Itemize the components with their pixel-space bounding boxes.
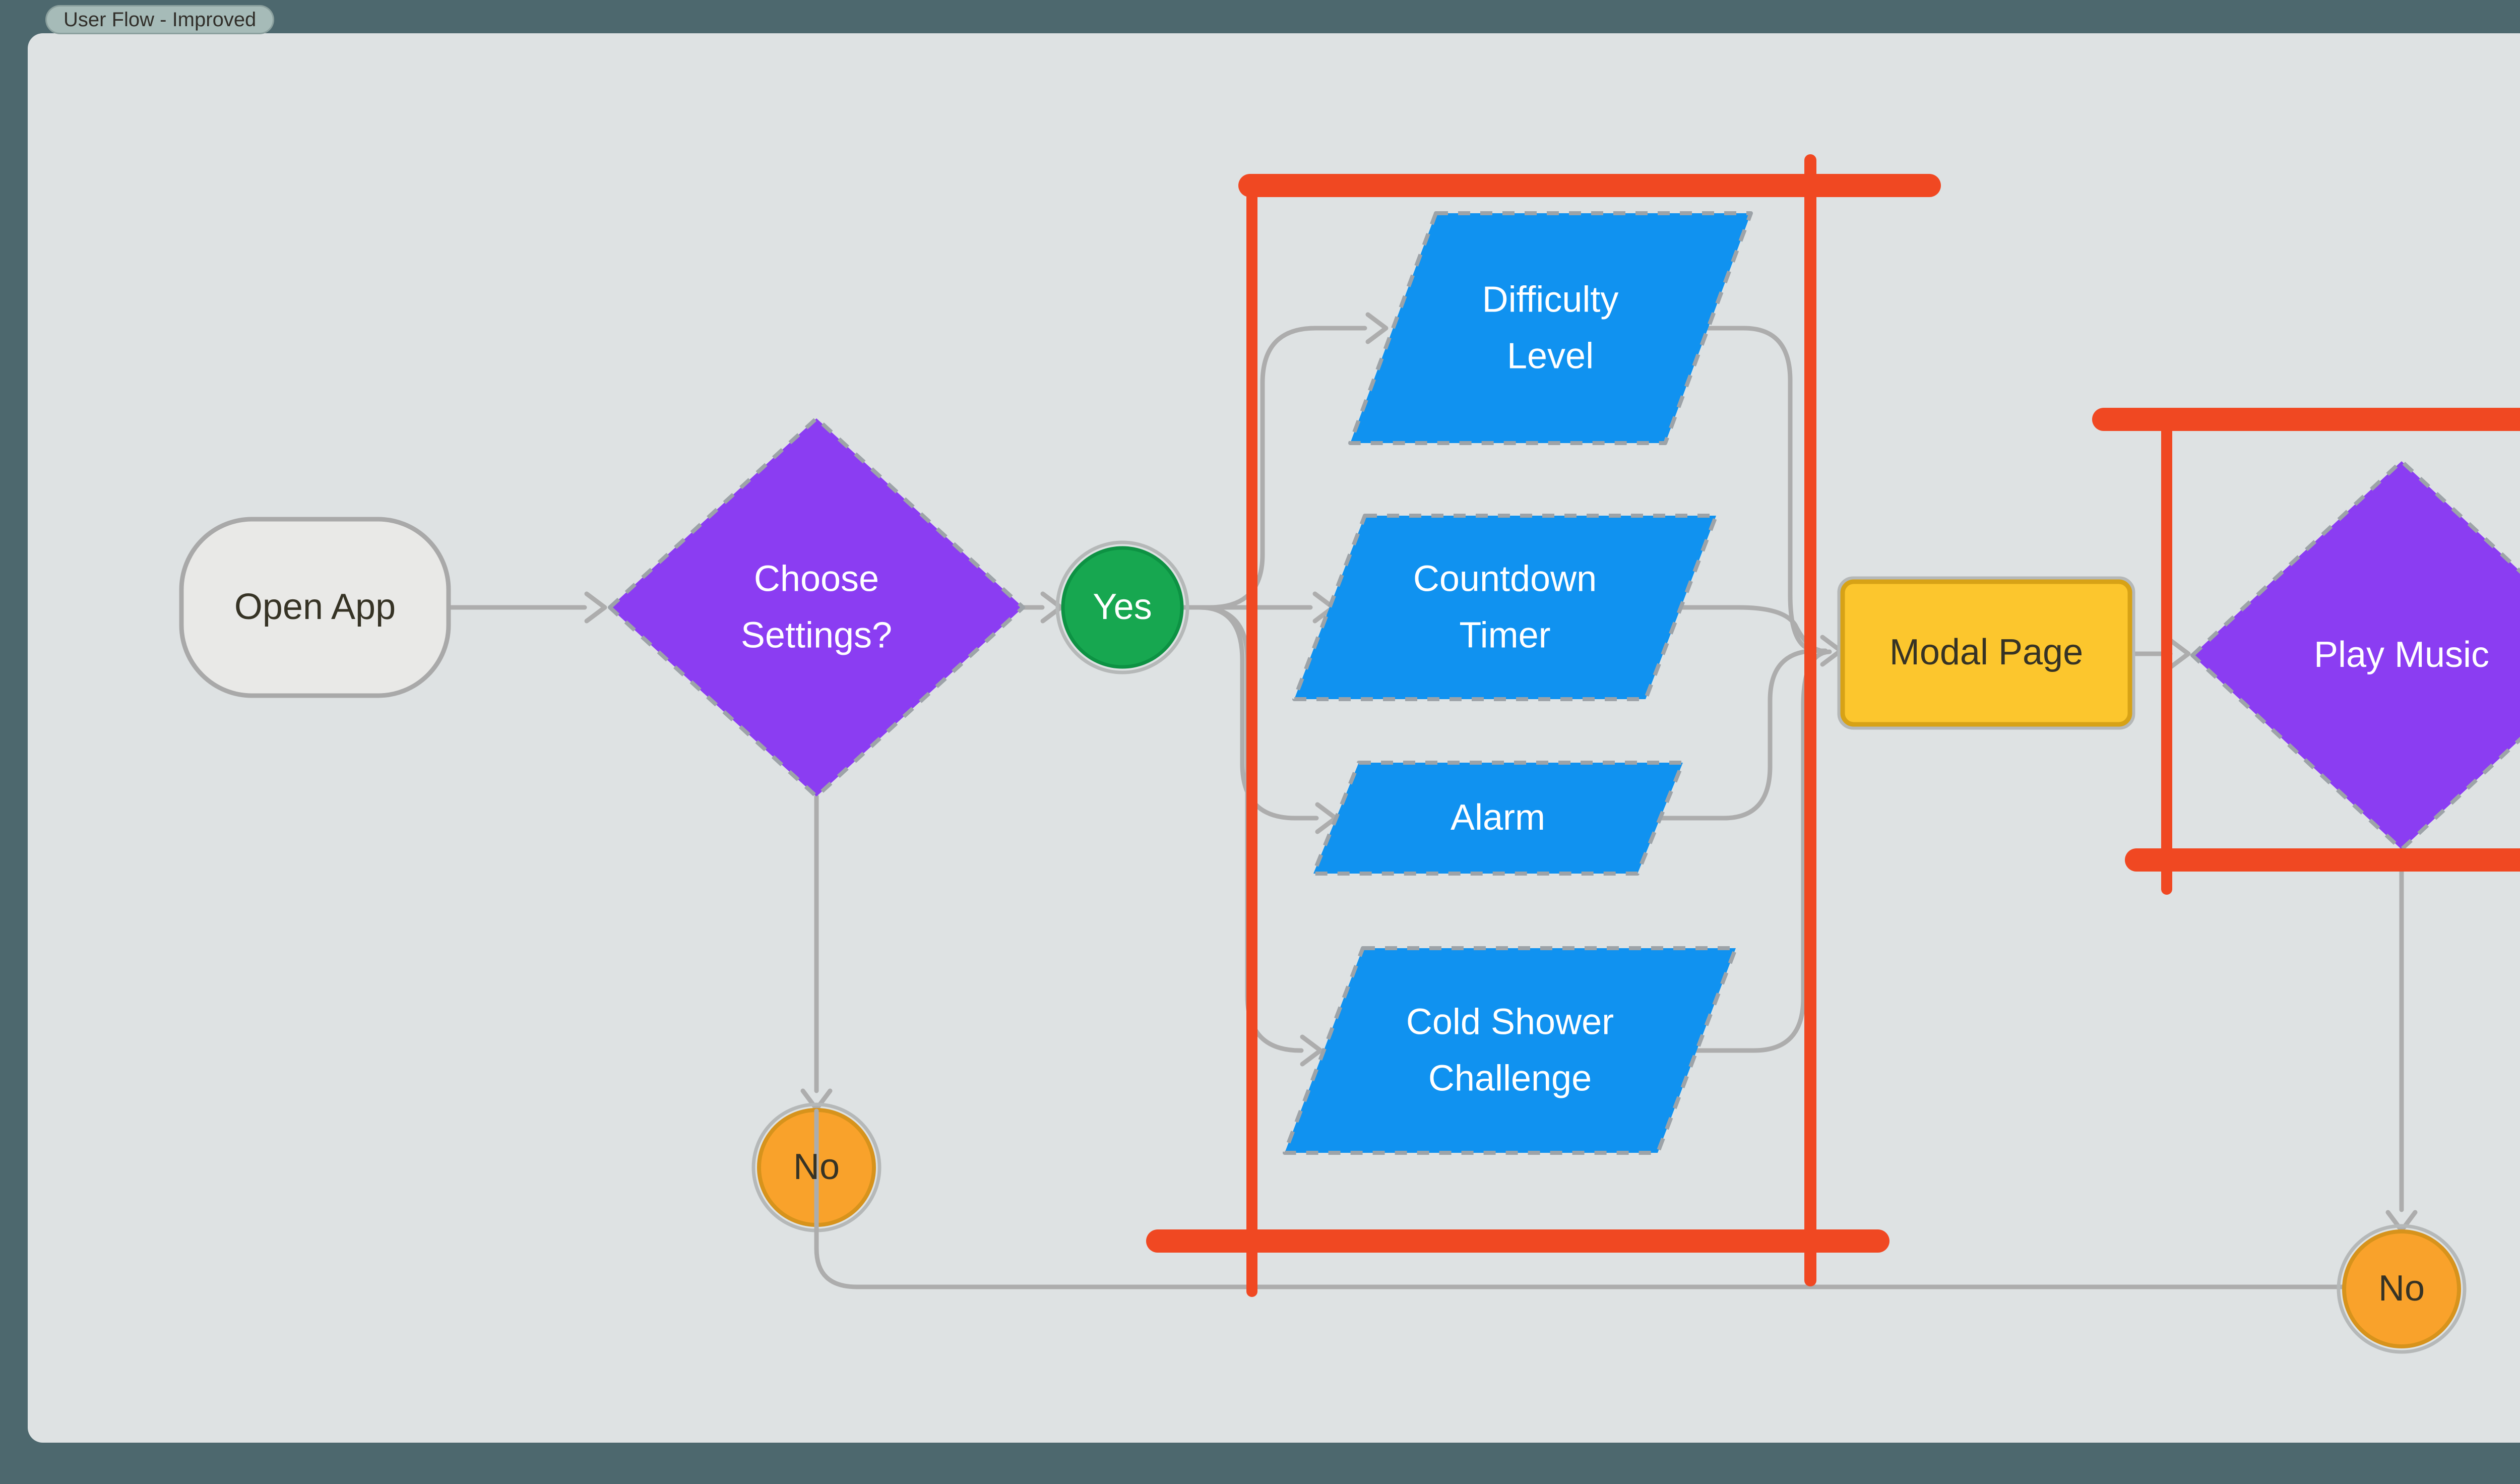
yes1-label: Yes <box>1093 587 1152 628</box>
arrowhead-icon <box>584 591 607 624</box>
choose-settings-label: Choose Settings? <box>740 559 893 655</box>
arrowhead-icon <box>1365 312 1389 344</box>
difficulty-level-label: Difficulty Level <box>1482 279 1619 376</box>
arrowhead-icon <box>1040 591 1063 624</box>
edge-yes1-to-difficulty[interactable] <box>1180 326 1367 610</box>
no2-node[interactable] <box>2342 1229 2461 1348</box>
modal-page-node-ring <box>1837 576 2135 730</box>
cold-shower-option-label: Cold Shower Challenge <box>1406 1002 1614 1098</box>
canvas[interactable] <box>28 33 2520 1443</box>
modal-page-label: Modal Page <box>1889 632 2084 673</box>
no2-label: No <box>2378 1268 2425 1309</box>
edge-no1-to-no2-bottom-loop[interactable] <box>814 1106 2345 1289</box>
no1-label: No <box>793 1147 840 1188</box>
open-app-node[interactable] <box>179 517 451 698</box>
modal-page-node[interactable] <box>1840 579 2132 727</box>
play-music-label: Play Music <box>2313 635 2490 675</box>
yes1-node-ring <box>1055 540 1189 674</box>
page-title: User Flow - Improved <box>64 8 257 31</box>
countdown-timer-label: Countdown Timer <box>1413 559 1597 655</box>
yes1-node[interactable] <box>1061 546 1184 669</box>
page-title-tab[interactable]: User Flow - Improved <box>45 5 275 34</box>
difficulty-level-node[interactable] <box>1348 211 1753 445</box>
edge-alarm-to-modal[interactable] <box>1657 648 1818 821</box>
arrowhead-icon <box>2168 638 2191 670</box>
countdown-timer-node[interactable] <box>1292 514 1718 701</box>
arrowhead-icon <box>1300 1034 1323 1067</box>
open-app-label: Open App <box>234 587 396 628</box>
edge-difficulty-to-modal[interactable] <box>1706 326 1818 653</box>
cold-shower-option-node[interactable] <box>1283 946 1738 1155</box>
alarm-label: Alarm <box>1450 797 1546 838</box>
alarm-node[interactable] <box>1311 761 1685 876</box>
play-music-node[interactable] <box>2190 459 2520 851</box>
no2-node-ring <box>2337 1224 2467 1354</box>
choose-settings-node[interactable] <box>608 416 1025 798</box>
